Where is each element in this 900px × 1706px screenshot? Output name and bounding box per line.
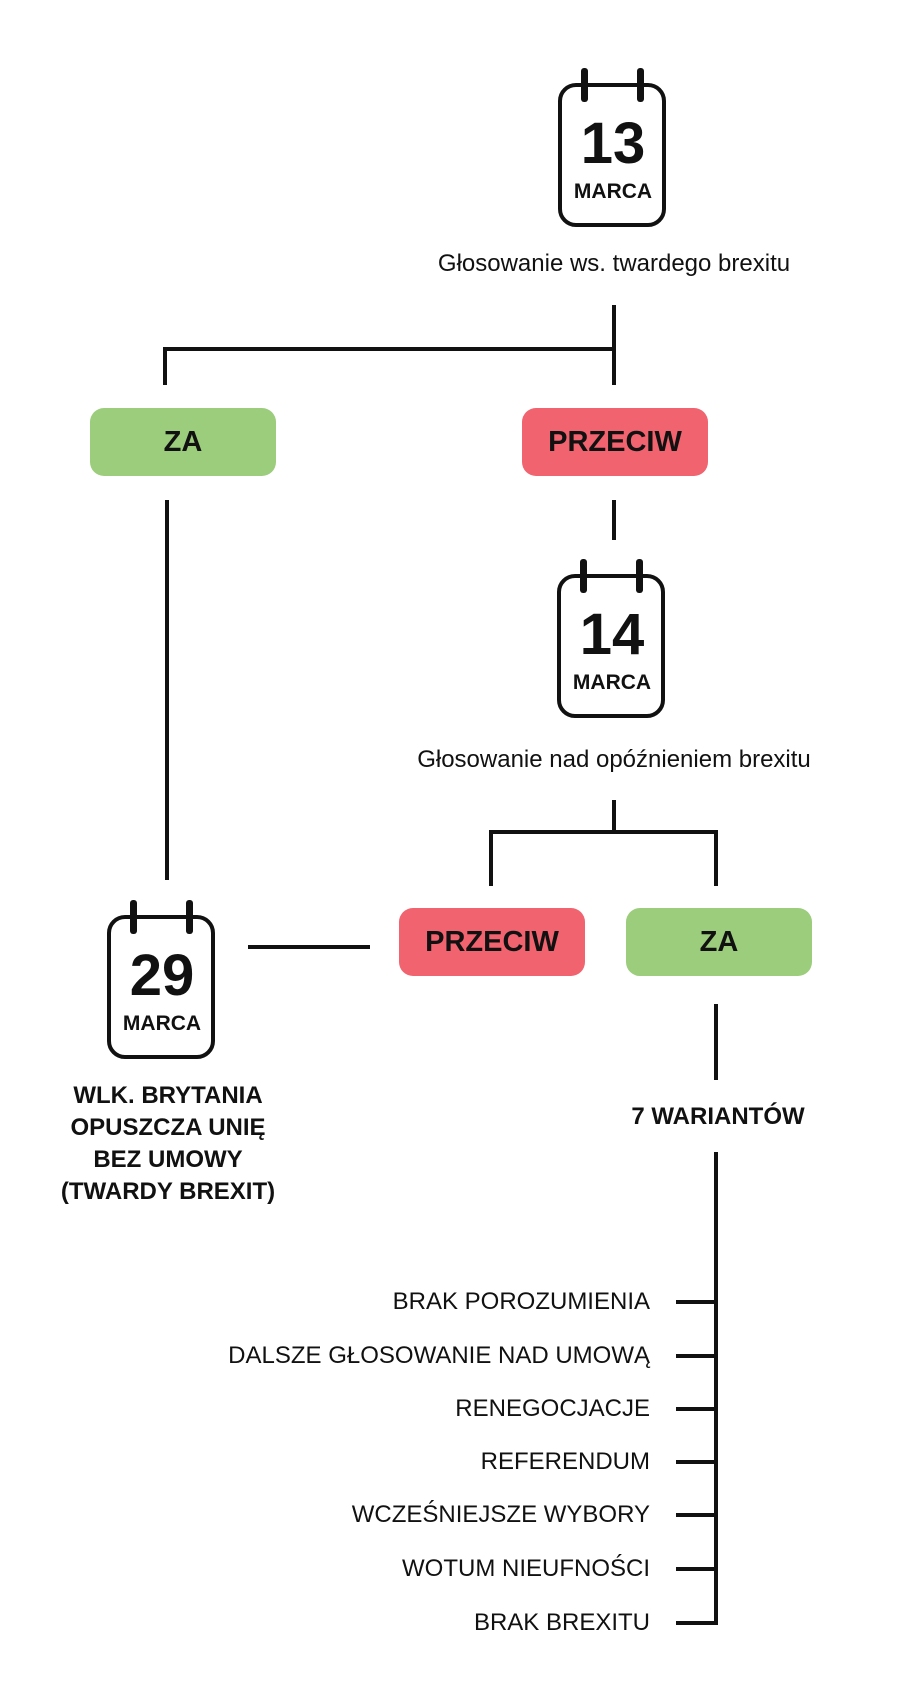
node1-caption: Głosowanie ws. twardego brexitu <box>437 250 791 277</box>
vote2-przeciw-pill: PRZECIW <box>399 908 585 976</box>
calendar-icon <box>107 900 215 1059</box>
variant-option: WCZEŚNIEJSZE WYBORY <box>351 1501 650 1528</box>
vote2-za-pill: ZA <box>626 908 812 976</box>
vote1-przeciw-pill: PRZECIW <box>522 408 708 476</box>
variant-option: DALSZE GŁOSOWANIE NAD UMOWĄ <box>228 1342 650 1369</box>
calendar-14-march: 14 MARCA <box>556 559 668 719</box>
calendar-day: 13 <box>580 111 646 176</box>
variant-option: WOTUM NIEUFNOŚCI <box>402 1555 650 1582</box>
calendar-day: 29 <box>129 943 195 1008</box>
outcome-line: OPUSZCZA UNIĘ <box>70 1114 266 1141</box>
calendar-month: MARCA <box>122 1012 202 1035</box>
calendar-icon <box>557 559 665 718</box>
calendar-month: MARCA <box>573 180 653 203</box>
variant-option: REFERENDUM <box>480 1448 650 1475</box>
calendar-13-march: 13 MARCA <box>557 68 669 228</box>
variant-option: BRAK BREXITU <box>473 1609 650 1636</box>
variants-title: 7 WARIANTÓW <box>631 1103 805 1130</box>
calendar-day: 14 <box>579 602 645 667</box>
vote1-za-pill: ZA <box>90 408 276 476</box>
calendar-29-march: 29 MARCA <box>106 900 218 1060</box>
calendar-month: MARCA <box>572 671 652 694</box>
variant-option: BRAK POROZUMIENIA <box>392 1288 650 1315</box>
node2-caption: Głosowanie nad opóźnieniem brexitu <box>417 746 811 773</box>
outcome-line: (TWARDY BREXIT) <box>60 1178 276 1205</box>
variant-option: RENEGOCJACJE <box>455 1395 650 1422</box>
outcome-line: WLK. BRYTANIA <box>73 1082 263 1109</box>
outcome-text: WLK. BRYTANIA OPUSZCZA UNIĘ BEZ UMOWY (T… <box>28 1080 308 1208</box>
outcome-line: BEZ UMOWY <box>93 1146 243 1173</box>
calendar-icon <box>558 68 666 227</box>
